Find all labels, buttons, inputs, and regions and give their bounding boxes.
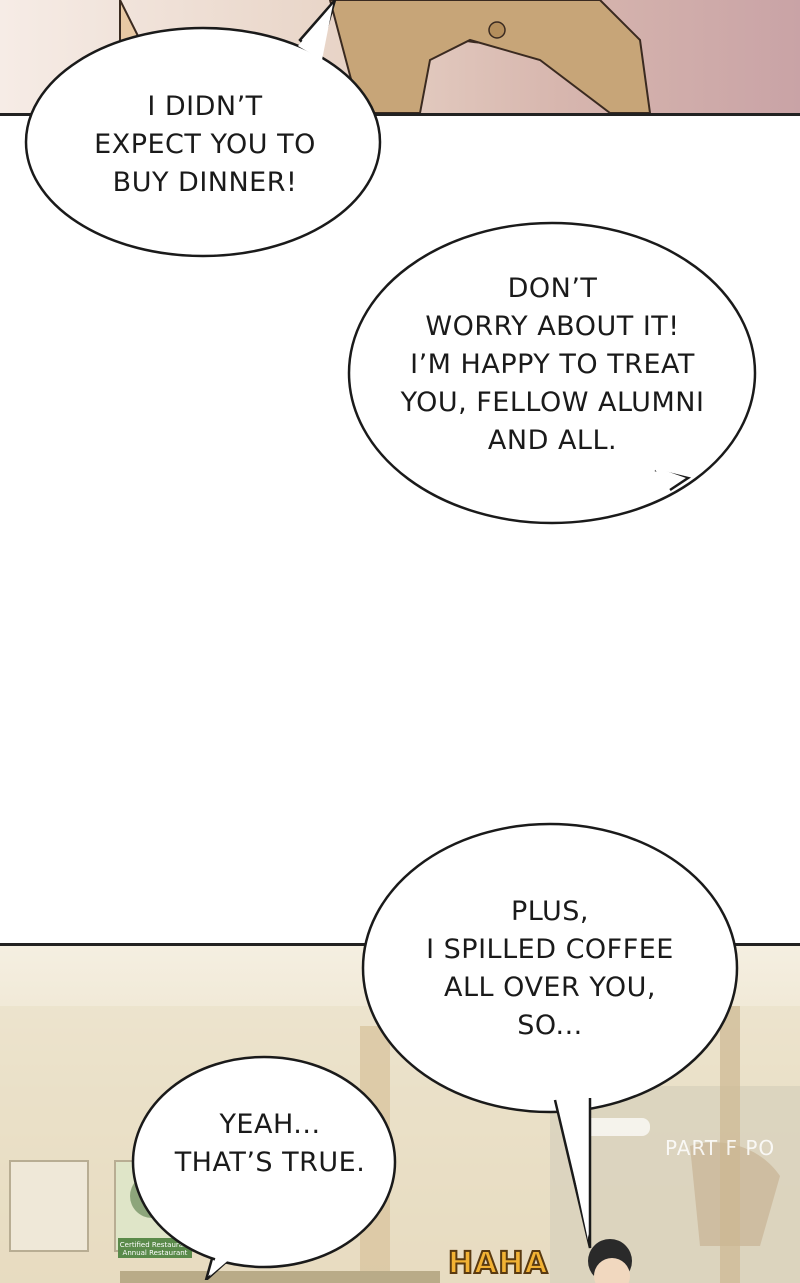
certificate-label: Certified Restaurant Annual Restaurant [118,1241,192,1257]
character-body [328,0,652,113]
bubble-1-line-3: BUY DINNER! [112,167,298,198]
bubble-3-text: PLUS, I SPILLED COFFEE ALL OVER YOU, SO.… [400,893,700,1045]
bubble-4-text: YEAH... THAT’S TRUE. [160,1106,380,1182]
bubble-3-line-1: PLUS, [511,896,589,927]
bubble-2-line-2: WORRY ABOUT IT! [425,311,680,342]
bubble-2-shape [347,221,757,525]
bubble-1-line-1: I DIDN’T [147,91,263,122]
background-character-face [594,1258,630,1283]
bubble-1-text: I DIDN’T EXPECT YOU TO BUY DINNER! [60,88,350,202]
certificate-banner [118,1238,192,1258]
wall-frame [9,1160,89,1252]
bubble-2-line-5: AND ALL. [487,425,618,456]
bubble-4-line-2: THAT’S TRUE. [174,1147,366,1178]
bubble-4-line-1: YEAH... [219,1109,321,1140]
laugh-sound-effect: HAHA [447,1245,549,1282]
bubble-3-line-2: I SPILLED COFFEE [426,934,674,965]
shop-sign: PART F PO [665,1136,776,1160]
bubble-2-line-4: YOU, FELLOW ALUMNI [400,387,705,418]
bubble-3-line-3: ALL OVER YOU, [444,972,656,1003]
jacket-button [488,21,506,39]
bubble-3-shape [361,822,739,1114]
shop-sticker [580,1118,650,1136]
bubble-2-line-3: I’M HAPPY TO TREAT [410,349,695,380]
bubble-1-shape [24,26,382,258]
bubble-2-line-1: DON’T [507,273,598,304]
bubble-1-line-2: EXPECT YOU TO [94,129,316,160]
bubble-4-shape [131,1055,397,1269]
lamp-pole [720,1006,740,1283]
certificate-line-1: Certified Restaurant [119,1241,191,1249]
bubble-2-text: DON’T WORRY ABOUT IT! I’M HAPPY TO TREAT… [385,270,720,460]
certificate-line-2: Annual Restaurant [122,1249,188,1257]
bubble-3-line-4: SO... [517,1010,583,1041]
